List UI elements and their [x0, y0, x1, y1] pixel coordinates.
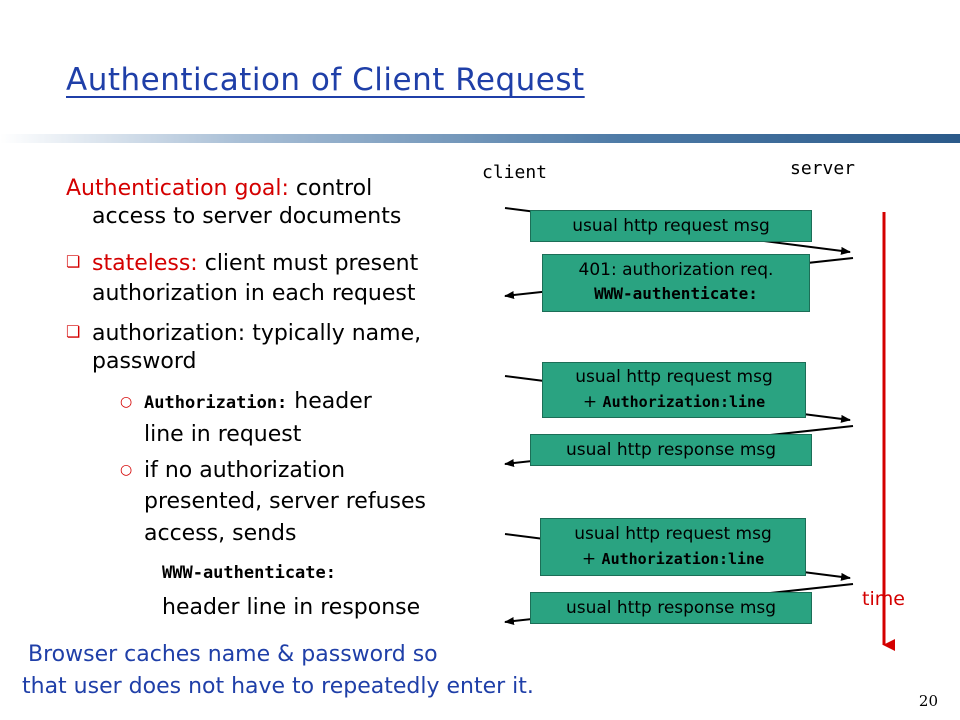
msg-401-response: 401: authorization req. WWW-authenticate… [542, 254, 810, 312]
bullet2-line-2: password [92, 349, 197, 374]
msg-request-2: usual http request msg + Authorization:l… [542, 362, 806, 418]
time-label: time [862, 588, 905, 610]
bullet1-line-1: stateless: client must present [92, 250, 418, 277]
sub1-code: Authorization: [144, 393, 288, 413]
server-label: server [790, 158, 856, 179]
msg-request-2-line-1: usual http request msg [575, 367, 773, 387]
msg-response-3: usual http response msg [530, 592, 812, 624]
bullet-icon: ❏ [66, 322, 81, 341]
bullet-icon: ❏ [66, 252, 81, 271]
msg-request-1: usual http request msg [530, 210, 812, 242]
bullet2-line-1: authorization: typically name, [92, 321, 422, 346]
page-number: 20 [918, 692, 938, 710]
msg-response-2: usual http response msg [530, 434, 812, 466]
client-label: client [482, 162, 548, 183]
sub2-line-2: presented, server refuses [144, 489, 426, 514]
msg-request-2-plus: + [582, 392, 598, 412]
msg-401-line-1: 401: authorization req. [578, 260, 774, 280]
sub2-line-3: access, sends [144, 521, 297, 546]
slide-title: Authentication of Client Request [66, 62, 585, 98]
msg-401-line-2: WWW-authenticate: [594, 284, 758, 303]
title-divider [0, 134, 960, 143]
sub1-line-2: line in request [144, 422, 302, 447]
bullet1-label: stateless: [92, 251, 198, 276]
sub1-text: header [294, 389, 372, 414]
msg-request-3-line-2: + Authorization:line [541, 549, 805, 569]
goal-label: Authentication goal: [66, 176, 289, 201]
msg-request-3-plus: + [581, 549, 597, 569]
msg-request-3: usual http request msg + Authorization:l… [540, 518, 806, 576]
msg-request-3-line-1: usual http request msg [574, 524, 772, 544]
goal-line-1: Authentication goal: control [66, 175, 372, 202]
goal-text: control [295, 176, 373, 201]
footer-note-line-1: Browser caches name & password so [28, 642, 438, 667]
sub2-code: WWW-authenticate: [162, 563, 336, 583]
footer-note-line-2: that user does not have to repeatedly en… [22, 674, 534, 699]
sub2-line-1: if no authorization [144, 458, 346, 483]
goal-line-2: access to server documents [92, 204, 402, 229]
msg-request-2-code: Authorization:line [602, 393, 766, 411]
msg-request-3-code: Authorization:line [601, 550, 765, 568]
sub-bullet-icon: ○ [120, 394, 133, 410]
bullet1-text: client must present [204, 251, 419, 276]
sub1-line-1: Authorization: header [144, 388, 372, 417]
msg-request-2-line-2: + Authorization:line [543, 392, 805, 412]
bullet1-line-2: authorization in each request [92, 281, 416, 306]
sub-bullet-icon: ○ [120, 462, 133, 478]
sub2-line-4: header line in response [162, 595, 421, 620]
